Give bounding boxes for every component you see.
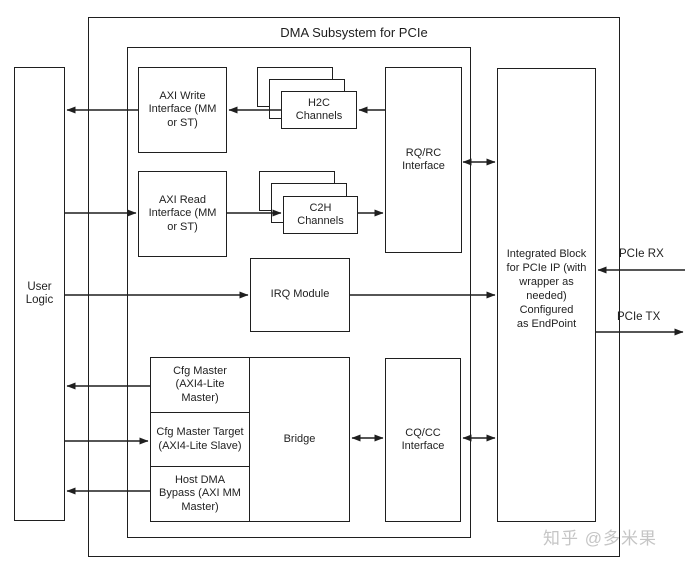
block-cfg-master: Cfg Master (AXI4-Lite Master) [151, 358, 249, 413]
block-bridge-label: Bridge [283, 432, 316, 445]
port-pcie-rx-label: PCIe RX [619, 248, 664, 260]
block-cq-cc-interface: CQ/CC Interface [385, 358, 461, 522]
block-integrated-pcie: Integrated Block for PCIe IP (with wrapp… [497, 68, 596, 522]
block-rq-rc-label: RQ/RC Interface [402, 146, 445, 173]
diagram-title: DMA Subsystem for PCIe [280, 25, 428, 40]
block-axi-write-interface: AXI Write Interface (MM or ST) [138, 67, 227, 153]
block-axi-read-interface: AXI Read Interface (MM or ST) [138, 171, 227, 257]
dma-subsystem-outer-frame [88, 17, 620, 557]
block-cfg-master-target-label: Cfg Master Target (AXI4-Lite Slave) [156, 426, 244, 452]
block-irq-module-label: IRQ Module [270, 288, 330, 301]
block-bridge: Bridge [249, 358, 349, 521]
block-user-logic: User Logic [14, 67, 65, 521]
block-h2c-channels-label: H2C Channels [295, 96, 343, 123]
block-cfg-master-target: Cfg Master Target (AXI4-Lite Slave) [151, 413, 249, 468]
block-cq-cc-label: CQ/CC Interface [401, 426, 445, 453]
block-irq-module: IRQ Module [250, 258, 350, 332]
block-cfg-master-label: Cfg Master (AXI4-Lite Master) [173, 364, 227, 404]
block-axi-read-label: AXI Read Interface (MM or ST) [148, 193, 217, 233]
block-user-logic-label: User Logic [25, 280, 54, 307]
block-h2c-channels: H2C Channels [281, 91, 357, 129]
bridge-group-left-column: Cfg Master (AXI4-Lite Master) Cfg Master… [151, 358, 249, 521]
block-integrated-pcie-label: Integrated Block for PCIe IP (with wrapp… [506, 248, 587, 330]
block-c2h-channels-label: C2H Channels [297, 201, 344, 228]
block-c2h-channels: C2H Channels [283, 196, 358, 234]
dma-engine-inner-frame [127, 47, 471, 538]
block-bridge-group: Cfg Master (AXI4-Lite Master) Cfg Master… [150, 357, 350, 522]
block-host-dma-bypass-label: Host DMA Bypass (AXI MM Master) [159, 473, 241, 513]
block-axi-write-label: AXI Write Interface (MM or ST) [148, 89, 217, 129]
block-rq-rc-interface: RQ/RC Interface [385, 67, 462, 253]
watermark-text: 知乎 @多米果 [543, 529, 657, 548]
port-pcie-tx-label: PCIe TX [617, 311, 661, 323]
block-host-dma-bypass: Host DMA Bypass (AXI MM Master) [151, 467, 249, 521]
